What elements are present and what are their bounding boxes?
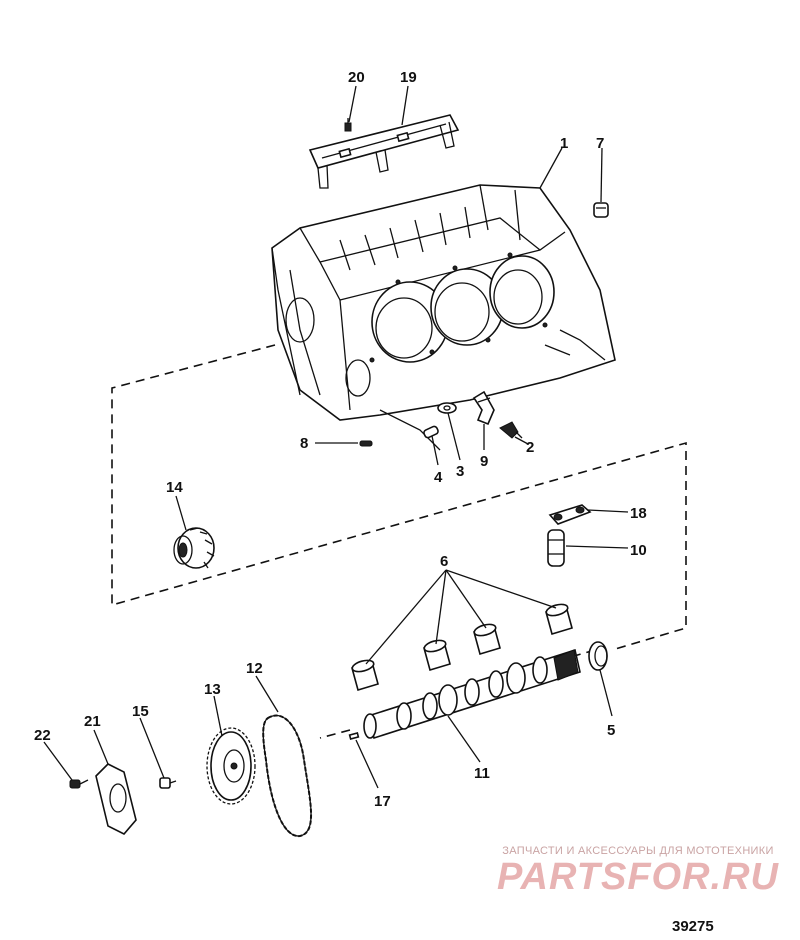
- callout-19: 19: [400, 69, 417, 86]
- part-9-fitting: [472, 390, 495, 426]
- callout-3: 3: [456, 463, 464, 480]
- watermark-tagline: ЗАПЧАСТИ И АКСЕССУАРЫ ДЛЯ МОТОТЕХНИКИ: [502, 845, 774, 857]
- watermark: ЗАПЧАСТИ И АКСЕССУАРЫ ДЛЯ МОТОТЕХНИКИ PA…: [488, 845, 788, 897]
- part-10-lifter: [547, 529, 565, 567]
- part-18-guide: [548, 504, 592, 525]
- part-14-gear: [173, 527, 215, 569]
- callout-8: 8: [300, 435, 308, 452]
- part-7-plug: [593, 202, 609, 218]
- assembly-dashed-boundary-upper: [111, 344, 687, 651]
- callout-20: 20: [348, 69, 365, 86]
- watermark-logo: PARTSFOR.RU: [497, 856, 779, 898]
- callout-labels: 20 19 1 7 8 4 3 9 2 14 18 10 6 5 11 17 1…: [34, 69, 647, 810]
- callout-22: 22: [34, 727, 51, 744]
- callout-10: 10: [630, 542, 647, 559]
- callout-7: 7: [596, 135, 604, 152]
- part-22-screw: [69, 779, 89, 789]
- callout-4: 4: [434, 469, 443, 486]
- part-3-washer: [437, 402, 457, 414]
- callout-13: 13: [204, 681, 221, 698]
- part-1-engine-block: [271, 184, 616, 451]
- part-2-drain: [499, 421, 523, 439]
- callout-5: 5: [607, 722, 615, 739]
- callout-15: 15: [132, 703, 149, 720]
- part-21-thrust-plate: [95, 763, 137, 835]
- callout-11: 11: [474, 765, 490, 782]
- callout-14: 14: [166, 479, 183, 496]
- part-8-pin: [359, 440, 373, 447]
- callout-9: 9: [480, 453, 488, 470]
- part-5-rear-plug: [588, 641, 608, 671]
- part-13-cam-sprocket: [206, 727, 256, 805]
- callout-2: 2: [526, 439, 534, 456]
- callout-6: 6: [440, 553, 448, 570]
- part-6-cam-bearings: [351, 603, 573, 692]
- callout-12: 12: [246, 660, 263, 677]
- callout-1: 1: [560, 135, 568, 152]
- figure-number: 39275: [672, 918, 714, 935]
- part-4-dowel: [423, 425, 439, 439]
- callout-21: 21: [84, 713, 101, 730]
- part-12-timing-chain: [262, 714, 312, 837]
- part-11-camshaft: [363, 648, 581, 740]
- part-15-bolt: [159, 777, 177, 789]
- leader-lines: [43, 85, 629, 789]
- part-19-retainer-bar: [308, 114, 460, 189]
- part-17-key: [348, 732, 360, 740]
- part-20-bolt: [344, 118, 352, 132]
- callout-17: 17: [374, 793, 391, 810]
- callout-18: 18: [630, 505, 647, 522]
